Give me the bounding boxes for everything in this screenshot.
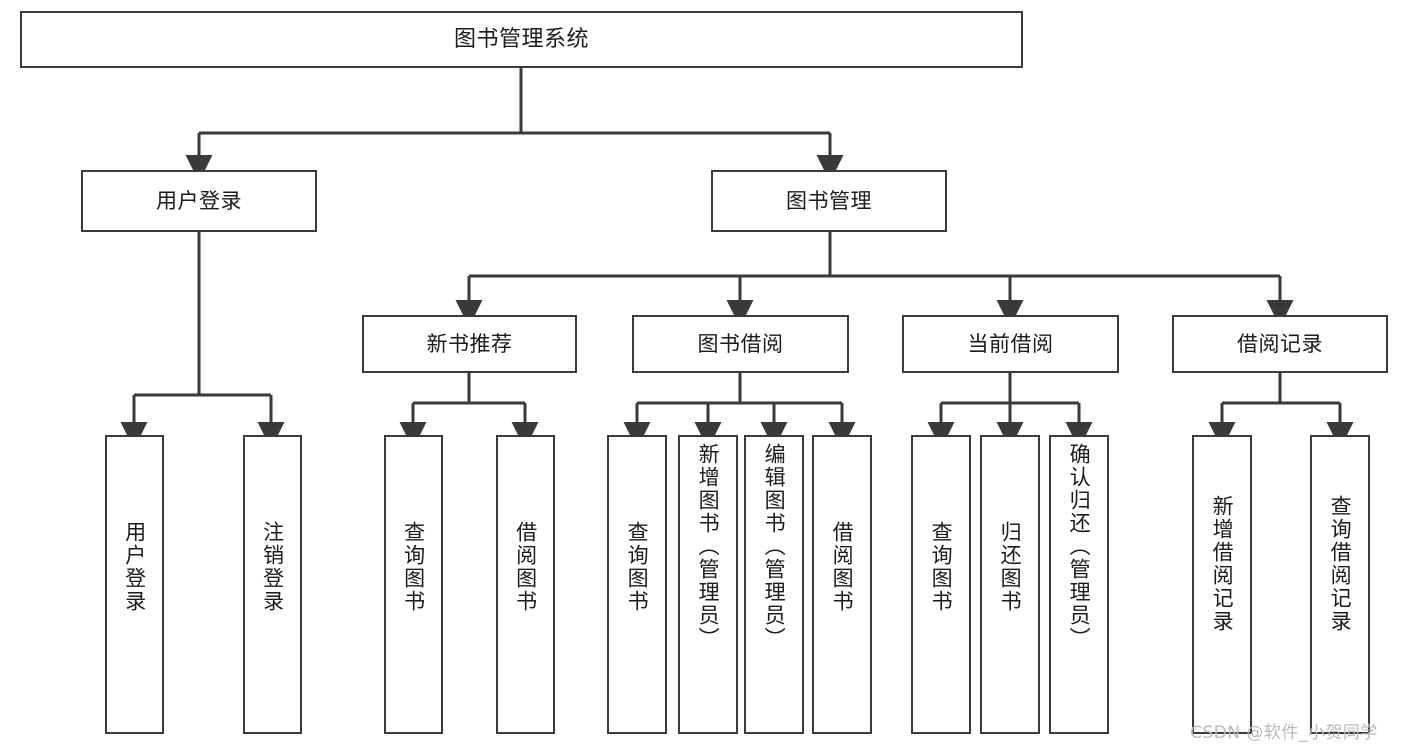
node-label: 新增借阅记录 [1210,495,1235,633]
node-book-manage[interactable]: 图书管理 [711,170,947,232]
node-root-system[interactable]: 图书管理系统 [20,11,1023,68]
node-label: 新书推荐 [426,331,513,356]
node-current-borrow[interactable]: 当前借阅 [902,315,1119,373]
node-new-book-rec[interactable]: 新书推荐 [362,315,577,373]
node-label: 确认归还（管理员） [1067,443,1092,650]
node-borrow-record[interactable]: 借阅记录 [1172,315,1388,373]
node-user-login[interactable]: 用户登录 [81,170,317,232]
node-label: 用户登录 [122,521,147,613]
leaf-add-record[interactable]: 新增借阅记录 [1192,435,1252,734]
node-label: 编辑图书（管理员） [762,443,787,650]
node-label: 图书借阅 [697,331,784,356]
leaf-user-login[interactable]: 用户登录 [105,435,164,734]
node-label: 当前借阅 [967,331,1054,356]
leaf-query-book-2[interactable]: 查询图书 [607,435,667,734]
node-label: 查询图书 [625,521,650,613]
node-label: 查询图书 [929,521,954,613]
leaf-query-record[interactable]: 查询借阅记录 [1310,435,1370,734]
node-label: 图书管理 [786,188,872,213]
leaf-confirm-return[interactable]: 确认归还（管理员） [1049,435,1109,734]
node-label: 查询图书 [401,521,426,613]
node-label: 图书管理系统 [453,26,589,52]
leaf-edit-book[interactable]: 编辑图书（管理员） [744,435,804,734]
node-label: 查询借阅记录 [1328,495,1353,633]
node-label: 借阅图书 [830,521,855,613]
node-label: 借阅图书 [513,521,538,613]
node-label: 用户登录 [156,188,242,213]
node-label: 注销登录 [260,521,285,613]
leaf-return-book[interactable]: 归还图书 [980,435,1040,734]
leaf-borrow-book-2[interactable]: 借阅图书 [812,435,872,734]
leaf-borrow-book-1[interactable]: 借阅图书 [496,435,555,734]
node-label: 新增图书（管理员） [696,443,721,650]
leaf-query-book-1[interactable]: 查询图书 [384,435,443,734]
leaf-add-book[interactable]: 新增图书（管理员） [678,435,738,734]
node-book-borrow[interactable]: 图书借阅 [632,315,849,373]
leaf-user-logout[interactable]: 注销登录 [243,435,302,734]
node-label: 归还图书 [998,521,1023,613]
leaf-query-book-3[interactable]: 查询图书 [911,435,971,734]
node-label: 借阅记录 [1237,331,1323,356]
csdn-watermark: CSDN @软件_小贺同学 [1190,723,1378,743]
